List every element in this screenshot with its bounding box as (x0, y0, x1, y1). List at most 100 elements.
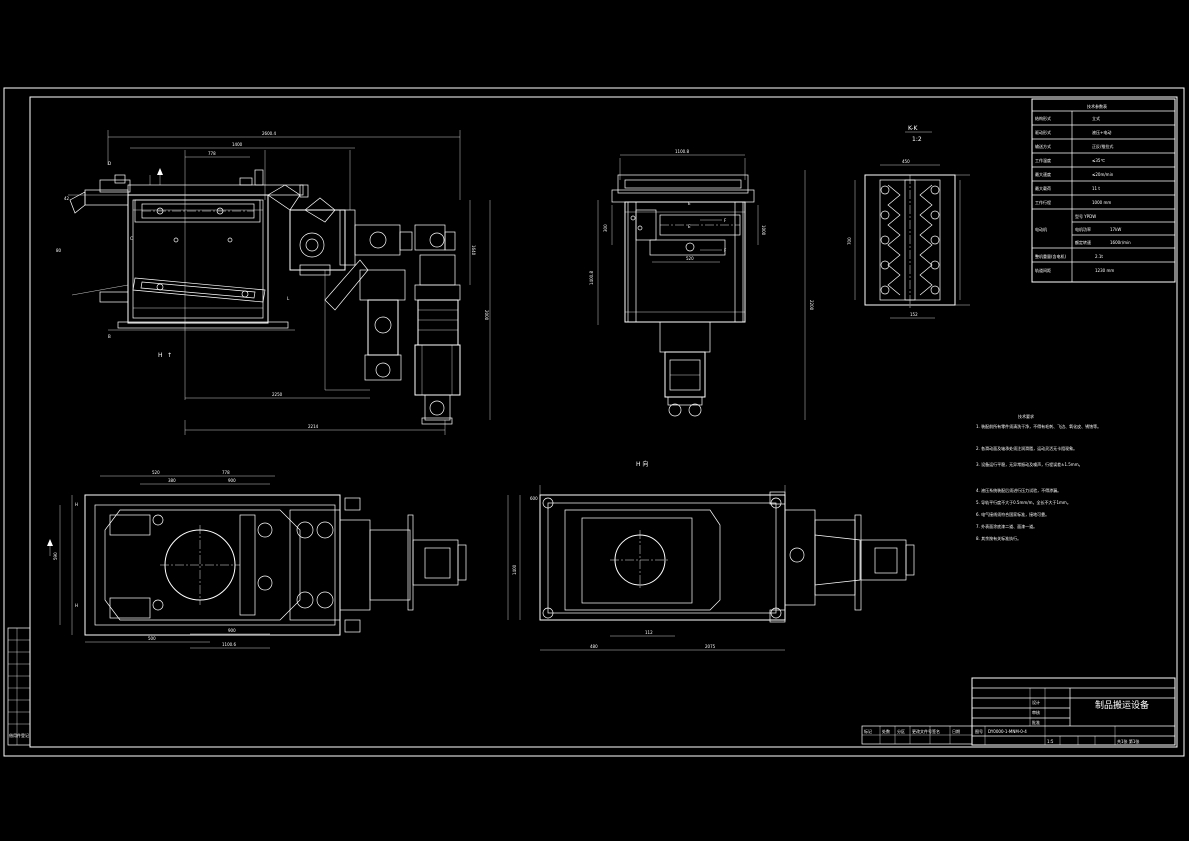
svg-text:2. 各滑动面及轴承处须注润滑脂，运动灵活无卡阻现象。: 2. 各滑动面及轴承处须注润滑脂，运动灵活无卡阻现象。 (976, 445, 1077, 451)
svg-text:正反/推拉式: 正反/推拉式 (1092, 143, 1113, 149)
svg-text:2000: 2000 (484, 310, 489, 321)
svg-text:3. 设备运行平稳，无异常振动及噪声，行程误差±1.5mm。: 3. 设备运行平稳，无异常振动及噪声，行程误差±1.5mm。 (976, 461, 1083, 467)
svg-text:结构形式: 结构形式 (1035, 115, 1051, 121)
svg-text:H: H (75, 603, 78, 608)
svg-text:电机功率: 电机功率 (1075, 226, 1091, 232)
svg-text:1000: 1000 (761, 225, 766, 236)
svg-text:↑: ↑ (167, 352, 172, 359)
svg-text:778: 778 (222, 470, 230, 475)
svg-text:2214: 2214 (308, 424, 319, 429)
svg-text:42: 42 (64, 196, 70, 201)
svg-text:300: 300 (603, 224, 608, 232)
svg-text:处数: 处数 (882, 728, 890, 734)
section-label: K-K (908, 125, 918, 132)
svg-text:2075: 2075 (705, 644, 716, 649)
svg-text:17kW: 17kW (1110, 227, 1121, 232)
svg-text:1100.6: 1100.6 (222, 642, 236, 647)
view-h-label: H (158, 352, 163, 359)
svg-text:F: F (724, 248, 727, 253)
drawing-title: 制品搬运设备 (1095, 699, 1149, 711)
svg-text:1100.8: 1100.8 (675, 149, 689, 154)
svg-text:输送方式: 输送方式 (1035, 143, 1051, 149)
svg-text:1400.8: 1400.8 (589, 271, 594, 285)
svg-text:1640: 1640 (471, 245, 476, 256)
sheet-count: 共1张 第1张 (1117, 738, 1139, 744)
params-title: 技术参数表 (1087, 103, 1107, 109)
svg-text:112: 112 (645, 630, 653, 635)
filing-label: 借用件登记 (9, 732, 29, 738)
role-designer: 设计 (1032, 699, 1040, 705)
svg-text:600: 600 (530, 496, 538, 501)
svg-text:L: L (287, 296, 290, 301)
svg-text:900: 900 (228, 628, 236, 633)
svg-text:700: 700 (847, 237, 852, 245)
svg-text:≤20m/min: ≤20m/min (1092, 172, 1114, 177)
outer-border (3, 87, 1185, 757)
svg-text:C: C (130, 236, 133, 241)
svg-text:152: 152 (910, 312, 918, 317)
svg-text:450: 450 (902, 159, 910, 164)
svg-text:900: 900 (228, 478, 236, 483)
svg-text:480: 480 (590, 644, 598, 649)
svg-text:轨道间距: 轨道间距 (1035, 267, 1051, 273)
svg-text:额定转速: 额定转速 (1075, 239, 1091, 245)
svg-text:1400: 1400 (512, 564, 517, 575)
technical-notes: 技术要求 1. 装配前所有零件须清洗干净，不得有毛刺、飞边、氧化皮、锈蚀等。 2… (976, 413, 1101, 541)
svg-text:520: 520 (152, 470, 160, 475)
svg-text:分区: 分区 (897, 728, 905, 734)
end-view: 1100.8 520 1400.8 300 2200 (589, 149, 814, 420)
svg-text:D: D (108, 161, 111, 166)
svg-text:7. 外表面涂底漆二道、面漆一道。: 7. 外表面涂底漆二道、面漆一道。 (976, 523, 1037, 529)
svg-text:型号 YPDW: 型号 YPDW (1075, 213, 1096, 219)
svg-text:更改文件号: 更改文件号 (912, 728, 932, 734)
svg-text:签名: 签名 (932, 728, 940, 734)
svg-text:E: E (688, 201, 691, 206)
svg-text:最大速度: 最大速度 (1035, 171, 1051, 177)
svg-text:1000 mm: 1000 mm (1092, 200, 1111, 205)
svg-text:1600r/min: 1600r/min (1110, 240, 1131, 245)
svg-text:590: 590 (53, 552, 58, 560)
svg-text:工作温度: 工作温度 (1035, 157, 1051, 163)
section-kk-view: K-K 1:2 450 152 700 (847, 125, 970, 319)
svg-text:2250: 2250 (272, 392, 283, 397)
view-h2-label: H 向 (636, 460, 648, 468)
svg-text:2200: 2200 (809, 300, 814, 311)
svg-text:液压+电动: 液压+电动 (1092, 129, 1111, 135)
svg-text:工作行程: 工作行程 (1035, 199, 1051, 205)
inner-border (29, 96, 1178, 748)
svg-text:520: 520 (686, 256, 694, 261)
svg-text:6. 电气接线须符合国家标准，接地可靠。: 6. 电气接线须符合国家标准，接地可靠。 (976, 511, 1049, 517)
svg-text:5. 导轨平行度不大于0.5mm/m，全长不大于1mm。: 5. 导轨平行度不大于0.5mm/m，全长不大于1mm。 (976, 499, 1071, 505)
svg-text:E: E (688, 224, 691, 229)
svg-text:2.1t: 2.1t (1095, 254, 1103, 259)
svg-text:驱动形式: 驱动形式 (1035, 129, 1051, 135)
svg-text:80: 80 (56, 248, 62, 253)
svg-text:B: B (108, 334, 111, 339)
main-elevation-view: 2600.4 1400 778 42 80 (56, 130, 491, 435)
left-filing-strip: 借用件登记 (7, 627, 31, 746)
notes-title: 技术要求 (1018, 413, 1034, 419)
svg-text:立式: 立式 (1092, 115, 1100, 121)
params-table: 技术参数表 结构形式 立式 驱动形式 液压+电动 输送方式 正反/推拉式 工作温… (1031, 98, 1176, 283)
svg-text:500: 500 (148, 636, 156, 641)
svg-text:8. 其余按有关标准执行。: 8. 其余按有关标准执行。 (976, 535, 1021, 541)
role-reviewer: 审核 (1032, 709, 1040, 715)
drawing-no: DY0000-1-MNM-0-4 (988, 729, 1027, 734)
svg-text:≤35℃: ≤35℃ (1092, 158, 1105, 163)
svg-text:电动机: 电动机 (1035, 226, 1047, 232)
svg-text:标记: 标记 (864, 728, 872, 734)
drawing-no-label: 图号 (975, 728, 983, 734)
plan-view-right: H 向 480 2075 112 1400 600 (507, 460, 915, 651)
svg-text:最大载荷: 最大载荷 (1035, 185, 1051, 191)
drawing-scale: 1:5 (1047, 739, 1054, 744)
svg-text:4. 液压系统装配后须进行压力试验，不得渗漏。: 4. 液压系统装配后须进行压力试验，不得渗漏。 (976, 487, 1061, 493)
svg-text:2600.4: 2600.4 (262, 131, 276, 136)
svg-text:1230 mm: 1230 mm (1095, 268, 1114, 273)
svg-text:11 t: 11 t (1092, 186, 1100, 191)
svg-text:F: F (724, 218, 727, 223)
title-block: 标记 处数 分区 更改文件号 签名 日期 设计 审核 批准 制品搬运设备 图号 … (861, 677, 1176, 746)
svg-text:整机重量(含电机): 整机重量(含电机) (1035, 253, 1067, 259)
plan-view-left: 520 778 380 900 500 900 (47, 470, 467, 649)
svg-text:1400: 1400 (232, 142, 243, 147)
